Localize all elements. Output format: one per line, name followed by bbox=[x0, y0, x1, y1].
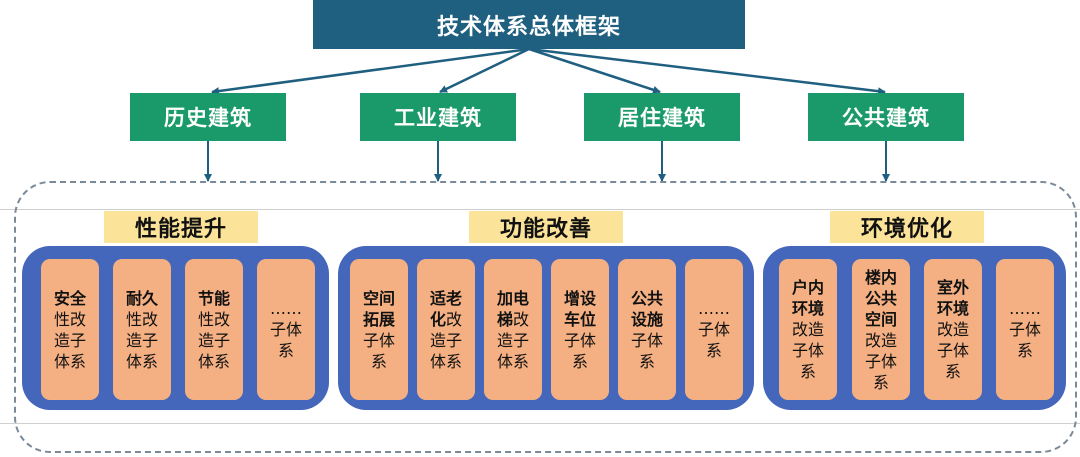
subsystem-item-line: 梯改 bbox=[496, 309, 530, 329]
arrow-title-to-industrial bbox=[439, 47, 530, 94]
group-label-environment: 环境优化 bbox=[830, 211, 984, 243]
subsystem-item-line: 节能 bbox=[197, 288, 231, 308]
subsystem-item-line: …… bbox=[270, 299, 302, 318]
category-industrial-buildings: 工业建筑 bbox=[360, 93, 516, 141]
subsystem-item-line: 系 bbox=[571, 351, 588, 371]
subsystem-item-line: 环境 bbox=[936, 299, 970, 318]
subsystem-item-line: 性改 bbox=[125, 309, 159, 329]
guide-line-top bbox=[0, 209, 1080, 210]
subsystem-item-line: 化改 bbox=[429, 309, 463, 329]
category-public-buildings: 公共建筑 bbox=[808, 93, 964, 141]
subsystem-item-line: 造子 bbox=[496, 330, 530, 350]
subsystem-item: 室外环境改造子体系 bbox=[924, 259, 982, 400]
subsystem-item-line: …… bbox=[698, 299, 730, 318]
subsystem-item-line: 安全 bbox=[53, 288, 87, 308]
subsystem-item-line: …… bbox=[1009, 299, 1041, 318]
subsystem-frame bbox=[14, 181, 1077, 453]
subsystem-item-line: 体系 bbox=[429, 351, 463, 371]
subsystem-item-line: 改造 bbox=[791, 320, 825, 339]
subsystem-item-line: 空间 bbox=[362, 288, 396, 308]
subsystem-item-line: 增设 bbox=[563, 288, 597, 308]
subsystem-item: 加电梯改造子体系 bbox=[484, 259, 542, 400]
subsystem-item-line: 系 bbox=[872, 372, 889, 392]
subsystem-item-line: 耐久 bbox=[125, 288, 159, 308]
subsystem-item-line: 造子 bbox=[429, 330, 463, 350]
subsystem-item-line: 子体 bbox=[269, 320, 303, 339]
subsystem-item-line: 公共 bbox=[864, 288, 898, 308]
subsystem-item-line: 设施 bbox=[630, 309, 664, 329]
subsystem-item-line: 子体 bbox=[697, 320, 731, 339]
subsystem-item-line: 改造 bbox=[864, 330, 898, 350]
subsystem-item-line: 体系 bbox=[125, 351, 159, 371]
subsystem-item-line: 子体 bbox=[563, 330, 597, 350]
subsystem-item-line: 车位 bbox=[563, 309, 597, 329]
subsystem-item-line: 体系 bbox=[197, 351, 231, 371]
subsystem-item-line: 加电 bbox=[496, 288, 530, 308]
subsystem-item: 空间拓展子体系 bbox=[350, 259, 408, 400]
subsystem-item-line: 系 bbox=[799, 362, 816, 381]
subsystem-item-line: 拓展 bbox=[362, 309, 396, 329]
guide-line-bottom bbox=[0, 423, 1080, 424]
subsystem-item-line: 子体 bbox=[791, 341, 825, 360]
subsystem-item-line: 系 bbox=[370, 351, 387, 371]
subsystem-item-line: 子体 bbox=[1008, 320, 1042, 339]
subsystem-item: …… 子体系 bbox=[685, 259, 743, 400]
subsystem-item-line: 造子 bbox=[53, 330, 87, 350]
subsystem-item-line: 子体 bbox=[864, 351, 898, 371]
subsystem-item-line: 子体 bbox=[362, 330, 396, 350]
subsystem-item-line: 体系 bbox=[53, 351, 87, 371]
subsystem-item-line: 公共 bbox=[630, 288, 664, 308]
arrow-title-to-public bbox=[528, 47, 886, 96]
subsystem-item: 节能性改造子体系 bbox=[185, 259, 243, 400]
subsystem-item-line: 系 bbox=[1016, 341, 1033, 360]
subsystem-item: 楼内公共空间改造子体系 bbox=[852, 259, 910, 400]
subsystem-item: 增设车位子体系 bbox=[551, 259, 609, 400]
group-label-function: 功能改善 bbox=[469, 211, 623, 243]
subsystem-item-line: 子体 bbox=[630, 330, 664, 350]
subsystem-item-line: 空间 bbox=[864, 309, 898, 329]
subsystem-item: …… 子体系 bbox=[257, 259, 315, 400]
subsystem-item: 适老化改造子体系 bbox=[417, 259, 475, 400]
subsystem-item-line: 适老 bbox=[429, 288, 463, 308]
subsystem-item-line: 室外 bbox=[936, 278, 970, 297]
subsystem-item: 公共设施子体系 bbox=[618, 259, 676, 400]
category-residential-buildings: 居住建筑 bbox=[584, 93, 740, 141]
subsystem-item-line: 子体 bbox=[936, 341, 970, 360]
arrow-title-to-residential bbox=[528, 47, 661, 94]
subsystem-item-line: 环境 bbox=[791, 299, 825, 318]
subsystem-item-line: 性改 bbox=[197, 309, 231, 329]
arrow-title-to-historic bbox=[211, 47, 530, 96]
subsystem-item: 安全性改造子体系 bbox=[41, 259, 99, 400]
subsystem-item: …… 子体系 bbox=[996, 259, 1054, 400]
subsystem-item-line: 户内 bbox=[791, 278, 825, 297]
subsystem-item-line: 改造 bbox=[936, 320, 970, 339]
subsystem-item-line: 造子 bbox=[125, 330, 159, 350]
subsystem-item-line: 造子 bbox=[197, 330, 231, 350]
subsystem-item-line: 系 bbox=[277, 341, 294, 360]
framework-title: 技术体系总体框架 bbox=[313, 0, 745, 49]
subsystem-item-line: 系 bbox=[705, 341, 722, 360]
subsystem-item-line: 系 bbox=[638, 351, 655, 371]
subsystem-item-line: 性改 bbox=[53, 309, 87, 329]
group-label-performance: 性能提升 bbox=[104, 211, 258, 243]
subsystem-item: 户内环境改造子体系 bbox=[779, 259, 837, 400]
subsystem-item: 耐久性改造子体系 bbox=[113, 259, 171, 400]
category-historic-buildings: 历史建筑 bbox=[130, 93, 286, 141]
subsystem-item-line: 楼内 bbox=[864, 267, 898, 287]
subsystem-item-line: 系 bbox=[944, 362, 961, 381]
subsystem-item-line: 体系 bbox=[496, 351, 530, 371]
